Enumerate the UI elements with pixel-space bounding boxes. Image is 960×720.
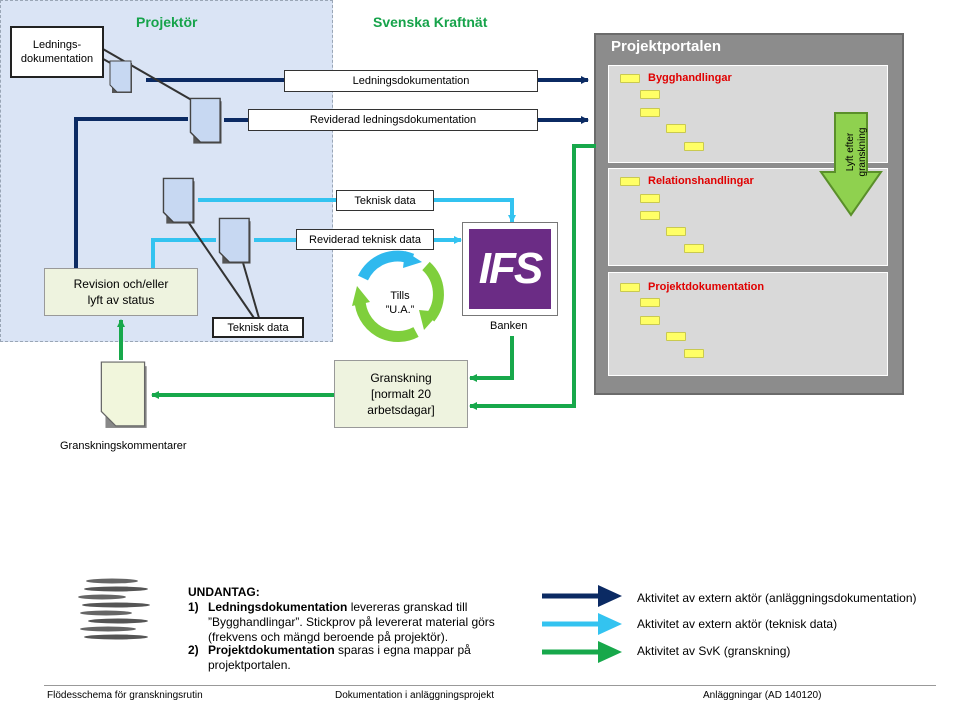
projektor-title: Projektör <box>136 14 198 30</box>
folder-icon <box>666 332 686 341</box>
arrow-reviderad-teknisk-data <box>151 238 216 268</box>
label-reviderad-ledningsdokumentation: Reviderad ledningsdokumentation <box>248 109 538 131</box>
folder-icon <box>640 316 660 325</box>
ledningsdokumentation-box[interactable]: Lednings- dokumentation <box>10 26 104 78</box>
document-icon <box>162 177 195 224</box>
lift-label-line2: granskning <box>857 127 868 177</box>
comments-document-icon <box>100 361 147 428</box>
granskning-line1: Granskning <box>370 371 432 385</box>
exception-2-number: 2) <box>188 643 199 657</box>
lift-label: Lyft efter granskning <box>829 120 873 184</box>
exception-2-term: Projektdokumentation <box>208 643 335 657</box>
granskning-line2: [normalt 20 <box>370 387 432 401</box>
arrow-reviderad-ledningsdokumentation <box>74 117 188 268</box>
pointer-ledningsdok-doc2 <box>95 44 203 107</box>
folder-icon <box>640 211 660 220</box>
label-ledningsdokumentation: Ledningsdokumentation <box>284 70 538 92</box>
exception-item-1: 1) Ledningsdokumentation levereras grans… <box>188 600 528 645</box>
panel-title-bygghandlingar: Bygghandlingar <box>648 72 732 84</box>
folder-icon <box>620 177 640 186</box>
pointer-teknisk-doc1 <box>179 209 255 319</box>
banken-label: Banken <box>490 320 528 332</box>
exceptions-title: UNDANTAG: <box>188 585 260 599</box>
document-icon <box>109 60 132 93</box>
folder-icon <box>620 283 640 292</box>
footer-right: Anläggningar (AD 140120) <box>703 690 822 701</box>
exception-1-term: Ledningsdokumentation <box>208 600 348 614</box>
footer-divider <box>44 685 936 686</box>
folder-icon <box>684 349 704 358</box>
ledningsdok-line1: Lednings- <box>32 39 82 51</box>
lift-label-line1: Lyft efter <box>845 132 856 172</box>
granskning-line3: arbetsdagar] <box>367 403 435 417</box>
label-teknisk-data: Teknisk data <box>336 190 434 211</box>
exception-1-number: 1) <box>188 600 199 614</box>
legend-item-granskning: Aktivitet av SvK (granskning) <box>637 644 791 658</box>
panel-title-relationshandlingar: Relationshandlingar <box>648 175 754 187</box>
tills-line2: ”U.A.” <box>385 304 415 316</box>
exception-stack-icon <box>78 578 150 640</box>
exception-item-2: 2) Projektdokumentation sparas i egna ma… <box>188 643 528 673</box>
granskning-box[interactable]: Granskning [normalt 20 arbetsdagar] <box>334 360 468 428</box>
tills-line1: Tills <box>390 290 410 302</box>
label-reviderad-teknisk-data: Reviderad teknisk data <box>296 229 434 250</box>
folder-icon <box>640 194 660 203</box>
folder-icon <box>640 90 660 99</box>
panel-title-projektdokumentation: Projektdokumentation <box>648 281 765 293</box>
arrow-banken-to-granskning <box>469 336 514 382</box>
exception-1-text-c: (frekvens och mängd beroende på projektö… <box>208 630 449 644</box>
exception-2-text-a: sparas i egna mappar på <box>334 643 471 657</box>
legend-item-anlaggningsdokumentation: Aktivitet av extern aktör (anläggningsdo… <box>637 591 917 605</box>
exception-1-text-b: ”Bygghandlingar”. Stickprov på levererat… <box>208 615 495 629</box>
ifs-logo: IFS <box>469 229 551 309</box>
tills-ua-label: Tills ”U.A.” <box>368 289 432 317</box>
folder-icon <box>640 108 660 117</box>
footer-left: Flödesschema för granskningsrutin <box>47 690 203 701</box>
granskningskommentarer-label: Granskningskommentarer <box>60 440 187 452</box>
revision-box[interactable]: Revision och/eller lyft av status <box>44 268 198 316</box>
document-icon <box>218 217 251 264</box>
review-cycle-icon <box>352 250 444 343</box>
exception-1-text-a: levereras granskad till <box>347 600 468 614</box>
folder-icon <box>666 227 686 236</box>
projektportalen-title: Projektportalen <box>611 38 722 55</box>
svk-title: Svenska Kraftnät <box>373 14 488 30</box>
legend-arrows <box>542 585 622 663</box>
arrow-teknisk-data <box>198 198 516 223</box>
folder-icon <box>684 142 704 151</box>
footer-center: Dokumentation i anläggningsprojekt <box>335 690 494 701</box>
banken-system[interactable]: IFS <box>462 222 558 316</box>
teknisk-data-box[interactable]: Teknisk data <box>212 317 304 338</box>
exception-2-text-b: projektportalen. <box>208 658 291 672</box>
arrow-portal-to-granskning <box>469 144 596 410</box>
legend-item-teknisk-data: Aktivitet av extern aktör (teknisk data) <box>637 617 838 631</box>
folder-icon <box>620 74 640 83</box>
document-icon <box>189 97 222 144</box>
folder-icon <box>684 244 704 253</box>
ledningsdok-line2: dokumentation <box>20 53 94 65</box>
folder-icon <box>666 124 686 133</box>
revision-line2: lyft av status <box>87 293 155 307</box>
folder-icon <box>640 298 660 307</box>
revision-line1: Revision och/eller <box>73 277 169 291</box>
lift-after-review-arrow <box>819 112 883 217</box>
